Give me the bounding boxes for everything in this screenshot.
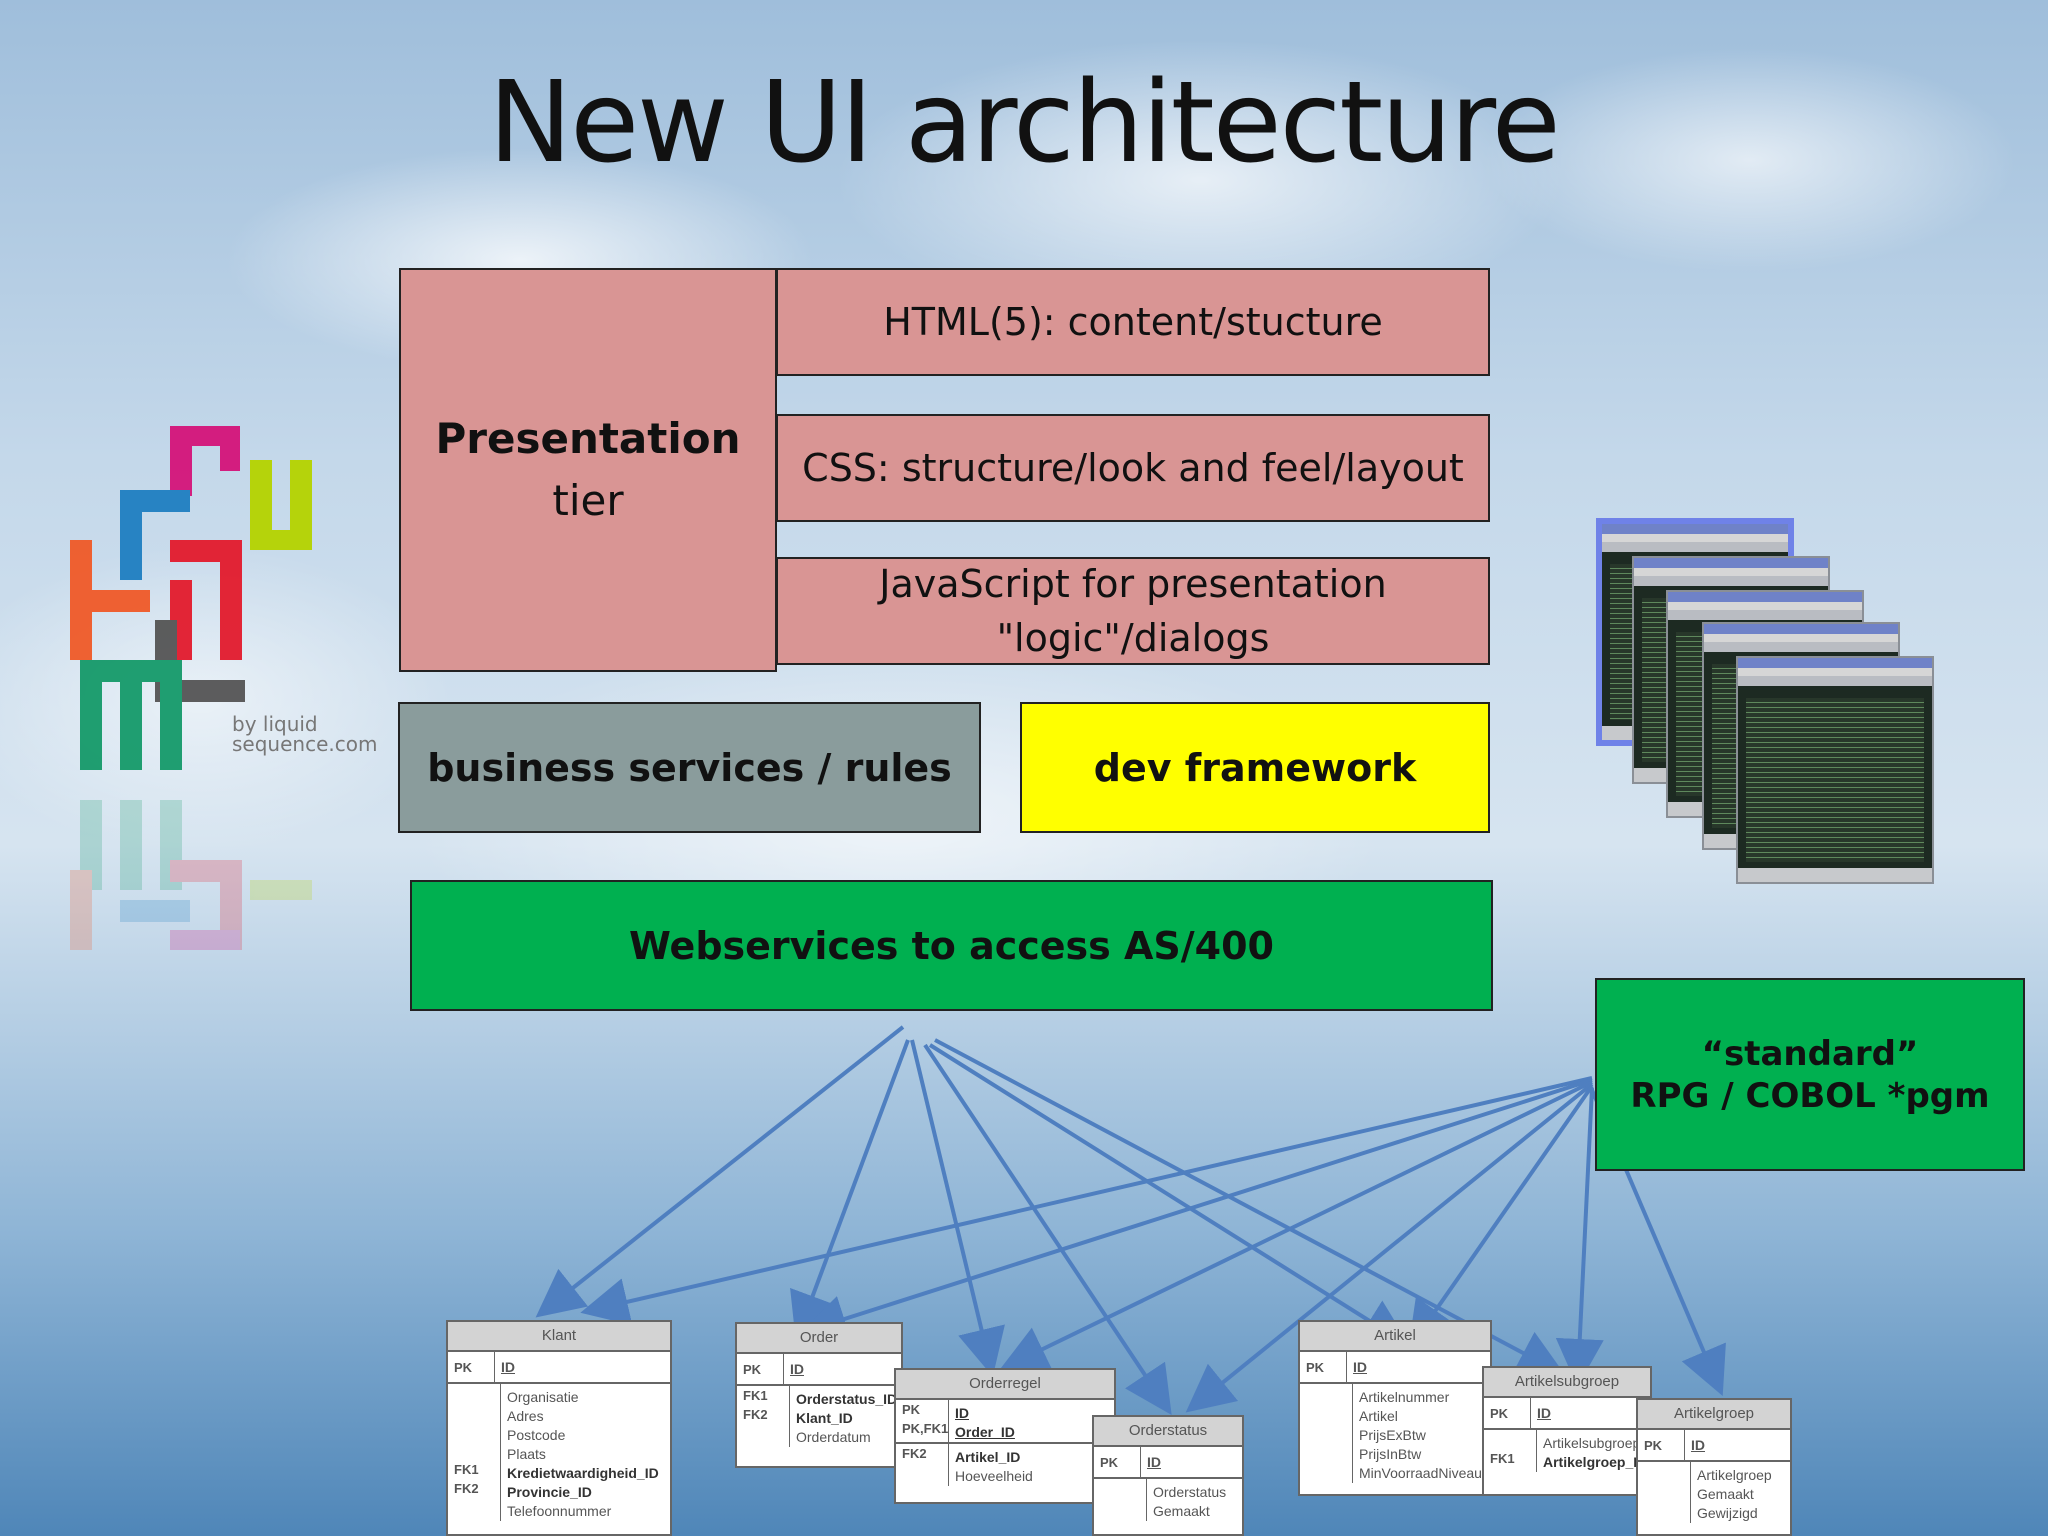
presentation-tier-box: Presentation tier: [399, 268, 777, 672]
slide-title: New UI architecture: [488, 58, 1560, 188]
arrow-ws-orderregel: [910, 1039, 1005, 1377]
business-services-box: business services / rules: [398, 702, 981, 833]
html-box: HTML(5): content/stucture: [776, 268, 1490, 376]
harmony-logo: [70, 426, 312, 950]
logo-caption: by liquid sequence.com: [232, 712, 378, 756]
webservices-box: Webservices to access AS/400: [410, 880, 1493, 1011]
arrow-rpg-artikelsubgroep: [1555, 1087, 1604, 1387]
arrow-rpg-artikel: [1408, 1084, 1594, 1350]
dev-framework-box: dev framework: [1020, 702, 1490, 833]
arrow-rpg-orderstatus: [1185, 1082, 1594, 1413]
css-box: CSS: structure/look and feel/layout: [776, 414, 1490, 522]
arrow-ws-klant: [535, 1025, 905, 1318]
arrow-ws-order: [790, 1039, 910, 1342]
javascript-box: JavaScript for presentation "logic"/dial…: [776, 557, 1490, 665]
pk-column: ID: [494, 1352, 670, 1382]
arrow-ws-artikel: [928, 1043, 1411, 1347]
presentation-title: Presentation: [435, 414, 741, 463]
pk-label: PK: [454, 1359, 473, 1375]
arrow-rpg-klant: [580, 1076, 1593, 1326]
rpg-cobol-box: “standard” RPG / COBOL *pgm: [1595, 978, 2025, 1171]
arrow-rpg-orderregel: [999, 1080, 1593, 1371]
table-header: Klant: [448, 1322, 670, 1352]
arrow-rpg-order: [798, 1078, 1593, 1342]
arrow-ws-orderstatus: [923, 1043, 1172, 1415]
presentation-subtitle: tier: [552, 476, 624, 525]
terminal-screenshot: [1736, 656, 1934, 884]
